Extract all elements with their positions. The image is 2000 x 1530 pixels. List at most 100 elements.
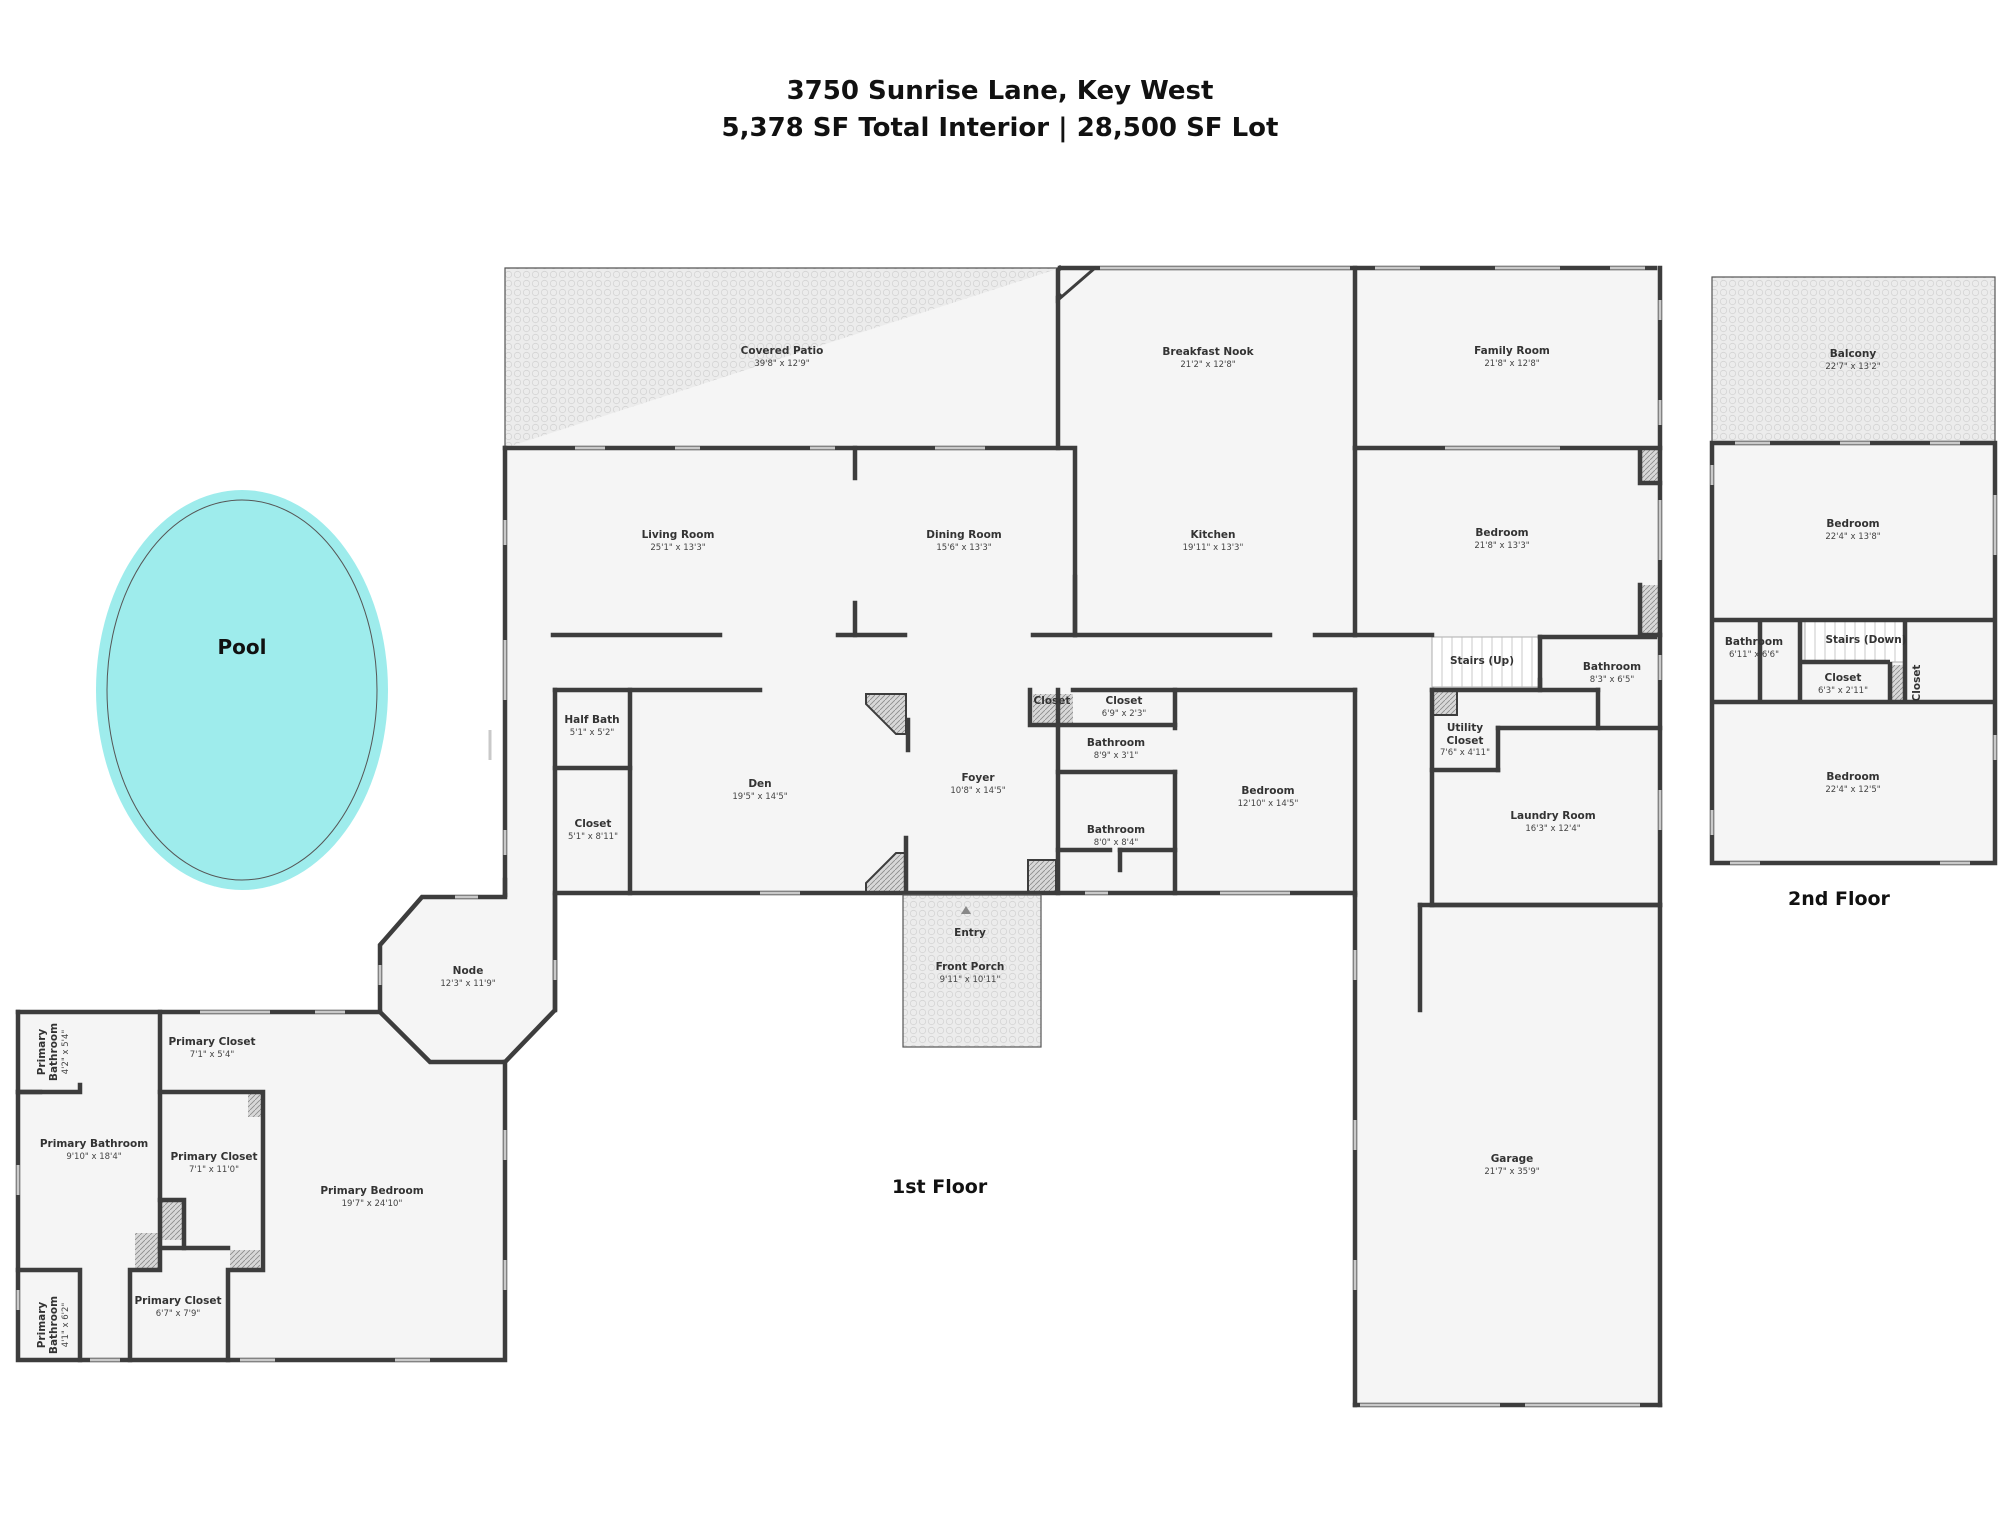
svg-text:7'1" x 5'4": 7'1" x 5'4" [190, 1050, 235, 1060]
room-utility-closet: Utility Closet 7'6" x 4'11" [1440, 722, 1490, 758]
svg-text:21'8" x 12'8": 21'8" x 12'8" [1484, 359, 1539, 369]
room-half-bath: Half Bath 5'1" x 5'2" [564, 714, 619, 738]
svg-text:Half Bath: Half Bath [564, 714, 619, 726]
svg-text:22'4" x 13'8": 22'4" x 13'8" [1825, 532, 1880, 542]
svg-text:Closet: Closet [1911, 665, 1923, 702]
svg-text:6'11" x 6'6": 6'11" x 6'6" [1729, 650, 1779, 660]
svg-text:Bedroom: Bedroom [1475, 527, 1528, 539]
plan-title-area: 5,378 SF Total Interior | 28,500 SF Lot [721, 113, 1279, 143]
svg-text:Stairs (Down): Stairs (Down) [1825, 634, 1906, 646]
room-stairs-down: Stairs (Down) [1825, 634, 1906, 646]
room-closet-upper: Closet 6'3" x 2'11" [1818, 672, 1868, 696]
svg-text:19'5" x 14'5": 19'5" x 14'5" [732, 792, 787, 802]
room-bedroom-lower: Bedroom 22'4" x 12'5" [1825, 771, 1880, 795]
svg-text:Front Porch: Front Porch [936, 961, 1005, 973]
svg-text:Primary Closet: Primary Closet [170, 1151, 257, 1163]
room-bathroom-3: Bathroom 8'0" x 8'4" [1087, 824, 1145, 848]
room-primary-bathroom-main: Primary Bathroom 9'10" x 18'4" [40, 1138, 148, 1162]
room-balcony: Balcony 22'7" x 13'2" [1825, 348, 1880, 372]
svg-text:7'6" x 4'11": 7'6" x 4'11" [1440, 748, 1490, 758]
svg-text:Bathroom: Bathroom [1583, 661, 1641, 673]
svg-text:Kitchen: Kitchen [1190, 529, 1235, 541]
svg-text:25'1" x 13'3": 25'1" x 13'3" [650, 543, 705, 553]
room-primary-bathroom-small: Primary Bathroom 4'2" x 5'4" [36, 1023, 71, 1081]
room-bathroom-upper: Bathroom 6'11" x 6'6" [1725, 636, 1783, 660]
room-kitchen: Kitchen 19'11" x 13'3" [1183, 529, 1244, 553]
svg-text:Bathroom: Bathroom [1725, 636, 1783, 648]
svg-text:8'0" x 8'4": 8'0" x 8'4" [1094, 838, 1139, 848]
svg-text:39'8" x 12'9": 39'8" x 12'9" [754, 359, 809, 369]
room-bedroom-1: Bedroom 21'8" x 13'3" [1474, 527, 1529, 551]
svg-text:Laundry Room: Laundry Room [1510, 810, 1595, 822]
svg-text:Bathroom: Bathroom [48, 1296, 60, 1354]
balcony-area [1712, 277, 1995, 443]
svg-text:Bathroom: Bathroom [48, 1023, 60, 1081]
svg-text:6'9" x 2'3": 6'9" x 2'3" [1102, 709, 1147, 719]
room-primary-closet-mid: Primary Closet 7'1" x 11'0" [170, 1151, 257, 1175]
room-bathroom-2: Bathroom 8'9" x 3'1" [1087, 737, 1145, 761]
first-floor-label: 1st Floor [892, 1176, 988, 1198]
room-closet-upper-small: Closet [1911, 665, 1923, 702]
room-primary-bedroom: Primary Bedroom 19'7" x 24'10" [320, 1185, 423, 1209]
windows [16, 266, 1997, 1407]
svg-text:Bedroom: Bedroom [1826, 771, 1879, 783]
room-closet-2: Closet 6'9" x 2'3" [1102, 695, 1147, 719]
room-stairs-up: Stairs (Up) [1450, 655, 1514, 667]
svg-text:10'8" x 14'5": 10'8" x 14'5" [950, 786, 1005, 796]
svg-text:21'7" x 35'9": 21'7" x 35'9" [1484, 1167, 1539, 1177]
svg-text:22'7" x 13'2": 22'7" x 13'2" [1825, 362, 1880, 372]
second-floor-walls [1709, 276, 1998, 866]
hatched-chases [135, 450, 1903, 1272]
svg-text:Living Room: Living Room [642, 529, 715, 541]
room-closet-small: Closet [1034, 695, 1071, 707]
svg-text:Primary: Primary [36, 1029, 48, 1076]
room-primary-closet-bottom: Primary Closet 6'7" x 7'9" [134, 1295, 221, 1319]
svg-text:12'3" x 11'9": 12'3" x 11'9" [440, 979, 495, 989]
svg-text:Den: Den [748, 778, 771, 790]
svg-text:Primary Closet: Primary Closet [134, 1295, 221, 1307]
svg-text:Bedroom: Bedroom [1826, 518, 1879, 530]
svg-text:9'11" x 10'11": 9'11" x 10'11" [940, 975, 1001, 985]
svg-text:Bathroom: Bathroom [1087, 824, 1145, 836]
room-labels: Covered Patio 39'8" x 12'9" Breakfast No… [36, 345, 1923, 1354]
room-primary-closet-top: Primary Closet 7'1" x 5'4" [168, 1036, 255, 1060]
pool-label: Pool [218, 635, 267, 659]
svg-text:Dining Room: Dining Room [926, 529, 1002, 541]
front-porch-outline [902, 894, 1042, 1048]
svg-text:Bathroom: Bathroom [1087, 737, 1145, 749]
svg-text:Closet: Closet [1106, 695, 1143, 707]
room-primary-bathroom-bottom: Primary Bathroom 4'1" x 6'2" [36, 1296, 71, 1354]
plan-title-address: 3750 Sunrise Lane, Key West [786, 76, 1214, 106]
svg-text:19'7" x 24'10": 19'7" x 24'10" [342, 1199, 403, 1209]
pool-water [96, 490, 388, 890]
svg-text:4'2" x 5'4": 4'2" x 5'4" [61, 1030, 71, 1075]
svg-text:Closet: Closet [1034, 695, 1071, 707]
room-dining-room: Dining Room 15'6" x 13'3" [926, 529, 1002, 553]
svg-text:Primary: Primary [36, 1302, 48, 1349]
svg-text:22'4" x 12'5": 22'4" x 12'5" [1825, 785, 1880, 795]
front-porch-area [903, 895, 1041, 1047]
room-den: Den 19'5" x 14'5" [732, 778, 787, 802]
room-laundry-room: Laundry Room 16'3" x 12'4" [1510, 810, 1595, 834]
svg-text:9'10" x 18'4": 9'10" x 18'4" [66, 1152, 121, 1162]
svg-text:Balcony: Balcony [1830, 348, 1877, 360]
pool-edge [106, 499, 378, 881]
room-front-porch: Entry Front Porch 9'11" x 10'11" [936, 927, 1005, 985]
room-living-room: Living Room 25'1" x 13'3" [642, 529, 715, 553]
svg-text:Family Room: Family Room [1474, 345, 1550, 357]
svg-text:21'2" x 12'8": 21'2" x 12'8" [1180, 360, 1235, 370]
room-bedroom-upper: Bedroom 22'4" x 13'8" [1825, 518, 1880, 542]
svg-text:6'7" x 7'9": 6'7" x 7'9" [156, 1309, 201, 1319]
room-bedroom-2: Bedroom 12'10" x 14'5" [1238, 785, 1299, 809]
floor-fills [18, 268, 1995, 1405]
svg-text:19'11" x 13'3": 19'11" x 13'3" [1183, 543, 1244, 553]
svg-text:Stairs (Up): Stairs (Up) [1450, 655, 1514, 667]
svg-text:Primary Bathroom: Primary Bathroom [40, 1138, 148, 1150]
room-covered-patio: Covered Patio 39'8" x 12'9" [741, 345, 824, 369]
svg-text:5'1" x 8'11": 5'1" x 8'11" [568, 832, 618, 842]
second-floor-label: 2nd Floor [1788, 888, 1890, 910]
svg-text:Closet: Closet [1825, 672, 1862, 684]
room-family-room: Family Room 21'8" x 12'8" [1474, 345, 1550, 369]
svg-text:Breakfast Nook: Breakfast Nook [1162, 346, 1254, 358]
